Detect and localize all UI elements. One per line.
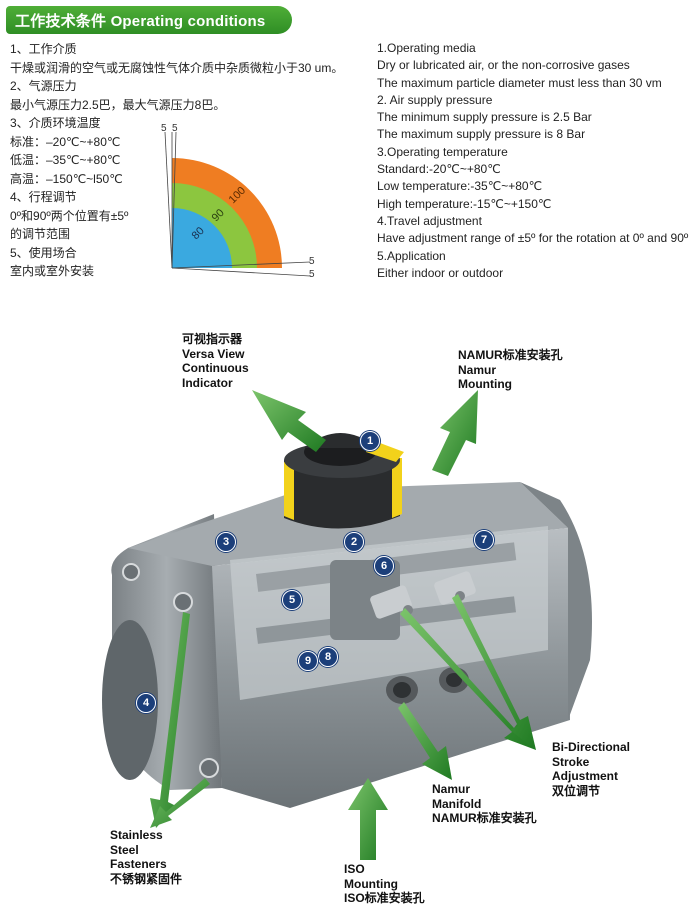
part-badge-7: 7 <box>474 530 494 550</box>
part-badge-3: 3 <box>216 532 236 552</box>
cn-line: 1、工作介质 <box>10 42 77 56</box>
fastener-screw-left-top <box>173 592 193 612</box>
cn-line: 室内或室外安装 <box>10 264 95 278</box>
en-line: Dry or lubricated air, or the non-corros… <box>377 58 630 73</box>
cn-line: 标准：–20℃~+80℃ <box>10 134 121 149</box>
callout-line: Versa View <box>182 346 245 361</box>
part-badge-8: 8 <box>318 647 338 667</box>
arrow-indicator <box>252 390 326 452</box>
cn-line: 3、介质环境温度 <box>10 116 101 130</box>
fastener-screw-top-left <box>122 563 140 581</box>
cn-line: 高温：–150℃~l50℃ <box>10 171 123 186</box>
en-line: The maximum supply pressure is 8 Bar <box>377 127 586 142</box>
part-badge-4: 4 <box>136 693 156 713</box>
cn-line: 0º和90º两个位置有±5º <box>10 208 129 223</box>
en-line: The maximum particle diameter must less … <box>377 75 662 90</box>
range-mark-right-2: 5 <box>309 269 315 280</box>
cn-line: 2、气源压力 <box>10 79 77 93</box>
cn-line: 的调节范围 <box>10 227 71 241</box>
part-badge-2: 2 <box>344 532 364 552</box>
en-line: Standard:-20℃~+80℃ <box>377 162 501 177</box>
cn-line: 干燥或润滑的空气或无腐蚀性气体介质中杂质微粒小于30 um。 <box>10 60 344 75</box>
en-line: Have adjustment range of ±5º for the rot… <box>377 231 689 246</box>
adjustment-bolts <box>370 571 476 619</box>
callout-line: Namur <box>458 362 497 377</box>
callout-line: Fasteners <box>110 857 167 871</box>
en-line: 4.Travel adjustment <box>377 213 482 228</box>
callout-line: Stroke <box>552 754 590 769</box>
callout-line: Bi-Directional <box>552 740 631 754</box>
callout-line: Stainless <box>110 828 163 842</box>
cn-line: 低温：–35℃~+80℃ <box>10 153 121 167</box>
arrow-stroke-right <box>452 594 536 750</box>
part-badge-9: 9 <box>298 651 318 671</box>
en-line: Either indoor or outdoor <box>377 265 504 280</box>
arrow-manifold <box>398 702 452 780</box>
arrow-fasteners-bottom <box>150 778 210 828</box>
part-badge-6: 6 <box>374 556 394 576</box>
en-line: 5.Application <box>377 248 446 263</box>
en-line: Low temperature:-35℃~+80℃ <box>377 179 543 194</box>
section-header: 工作技术条件 Operating conditions <box>6 6 292 34</box>
callout-namur-mounting: NAMUR标准安装孔 Namur Mounting <box>458 348 563 392</box>
callout-fasteners: Stainless Steel Fasteners 不锈钢紧固件 <box>110 828 182 886</box>
callout-line: NAMUR标准安装孔 <box>432 811 537 825</box>
arrow-iso <box>348 778 388 860</box>
english-spec-list: 1.Operating media Dry or lubricated air,… <box>377 40 697 282</box>
en-line: 3.Operating temperature <box>377 144 508 159</box>
pneumatic-actuator-illustration <box>102 433 592 808</box>
arrow-namur-mounting <box>432 390 478 476</box>
callout-line: 不锈钢紧固件 <box>110 871 183 886</box>
callout-line: Mounting <box>458 377 512 391</box>
callout-line: 可视指示器 <box>182 332 243 346</box>
callout-line: Steel <box>110 842 139 857</box>
callout-line: Continuous <box>182 361 249 375</box>
indicator-dome <box>284 433 404 529</box>
callout-line: Manifold <box>432 796 482 811</box>
callout-manifold: Namur Manifold NAMUR标准安装孔 <box>432 782 537 826</box>
callout-line: Namur <box>432 782 471 796</box>
section-title: 工作技术条件 Operating conditions <box>15 13 266 30</box>
arrow-stroke-left <box>400 608 536 750</box>
cn-line: 4、行程调节 <box>10 190 77 204</box>
part-badge-5: 5 <box>282 590 302 610</box>
cn-line: 5、使用场合 <box>10 245 77 260</box>
callout-line: 双位调节 <box>552 783 601 798</box>
en-line: The minimum supply pressure is 2.5 Bar <box>377 110 592 125</box>
callout-line: Adjustment <box>552 769 618 783</box>
range-mark-top-2: 5 <box>172 123 178 134</box>
callout-iso-mounting: ISO Mounting ISO标准安装孔 <box>344 862 425 906</box>
en-line: High temperature:-15℃~+150℃ <box>377 196 552 211</box>
callout-line: NAMUR标准安装孔 <box>458 348 563 362</box>
callout-line: ISO标准安装孔 <box>344 891 425 905</box>
callout-line: Mounting <box>344 876 398 891</box>
callout-indicator: 可视指示器 Versa View Continuous Indicator <box>182 332 249 390</box>
part-badge-1: 1 <box>360 431 380 451</box>
en-line: 2. Air supply pressure <box>377 92 493 107</box>
callout-arrows <box>150 390 536 860</box>
cn-line: 最小气源压力2.5巴，最大气源压力8巴。 <box>10 97 226 112</box>
rotation-range-diagram: 80 90 100 5 5 5 5 <box>161 123 315 280</box>
callout-line: Indicator <box>182 375 233 390</box>
range-band-inner <box>172 208 232 268</box>
arrow-fasteners-top <box>150 612 190 828</box>
callout-line: ISO <box>344 862 365 876</box>
callout-stroke-adjustment: Bi-Directional Stroke Adjustment 双位调节 <box>552 740 630 798</box>
range-mark-top-1: 5 <box>161 123 167 134</box>
range-mark-right-1: 5 <box>309 256 315 267</box>
fastener-screw-left-bottom <box>199 758 219 778</box>
chinese-spec-list: 1、工作介质 干燥或润滑的空气或无腐蚀性气体介质中杂质微粒小于30 um。 2、… <box>10 40 360 281</box>
en-line: 1.Operating media <box>377 41 476 55</box>
